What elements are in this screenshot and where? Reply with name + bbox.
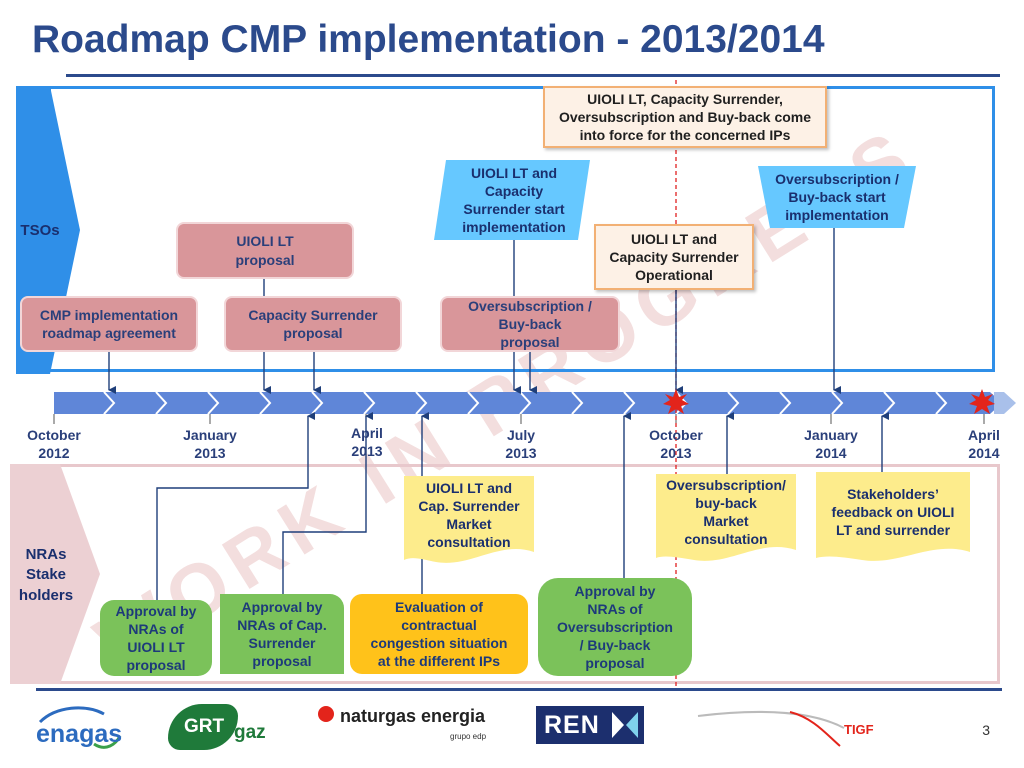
enagas-swoosh-icon	[38, 706, 122, 749]
milestone-star-icon	[969, 389, 995, 414]
nras-label: NRAs Stake holders	[18, 546, 74, 604]
ren-logo: REN	[536, 706, 644, 744]
axis-ticks	[53, 414, 985, 424]
tigf-swoosh-icon	[697, 711, 845, 747]
title-underline	[66, 74, 1000, 77]
uioli-cs-start-shape	[434, 160, 590, 240]
tsos-label: TSOs	[20, 222, 60, 239]
enagas-logo: enagas	[34, 700, 124, 760]
into-force-box: UIOLI LT, Capacity Surrender,Oversubscri…	[543, 86, 827, 148]
page-title: Roadmap CMP implementation - 2013/2014	[32, 18, 825, 61]
stakeholders-feedback-shape	[816, 472, 970, 561]
naturgas-mark-icon	[318, 706, 334, 722]
ren-mark-icon	[612, 712, 638, 738]
grtgaz-logo: GRT gaz	[168, 704, 272, 752]
nras-chevron	[10, 464, 100, 684]
oversub-consult-shape	[656, 474, 796, 561]
tigf-logo: TIGF	[694, 702, 894, 750]
oversub-start-shape	[758, 166, 916, 228]
naturgas-logo: naturgas energia grupo edp	[318, 704, 494, 748]
footer-rule	[36, 688, 1002, 691]
milestone-star-icon	[663, 389, 689, 414]
uioli-cap-consult-shape	[404, 476, 534, 563]
page-number: 3	[982, 722, 990, 738]
timeline-band	[54, 391, 1016, 415]
